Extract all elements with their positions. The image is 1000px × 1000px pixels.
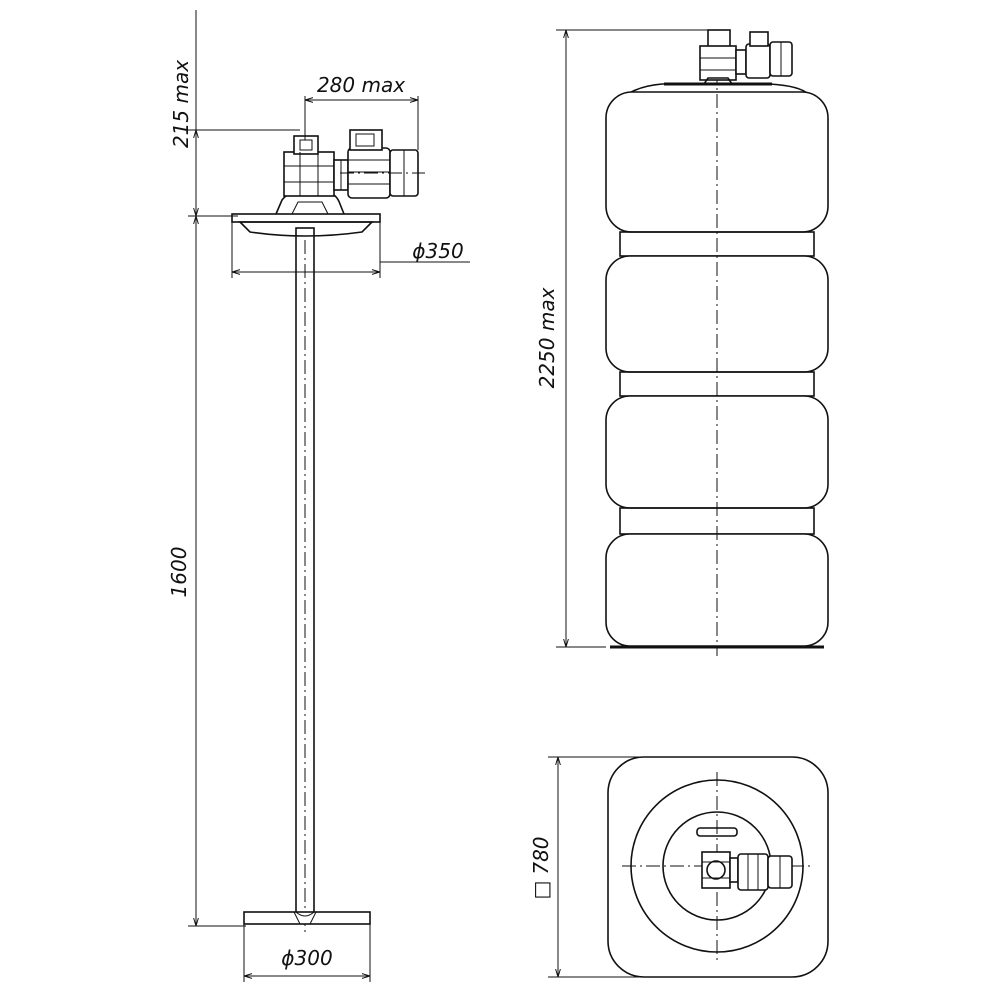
mounting-flange: [231, 213, 381, 223]
impeller: [243, 911, 371, 925]
dim-impeller-diameter: ϕ300: [281, 946, 332, 970]
square-symbol: □: [529, 881, 553, 900]
dim-shaft-length: 1600: [167, 547, 191, 598]
top-mixer: [701, 851, 793, 891]
top-slot: [696, 827, 738, 837]
tank-mixer: [699, 29, 793, 85]
diameter-symbol: ϕ: [412, 239, 425, 263]
tank-top-view: □780: [529, 756, 829, 978]
tank-outline-square: [607, 756, 829, 978]
diameter-symbol: ϕ: [281, 946, 294, 970]
tank-front-view: 2250 max: [535, 29, 829, 656]
dim-motor-width: 280 max: [317, 73, 405, 97]
dim-flange-diameter: ϕ350: [412, 239, 463, 263]
mixer-view: 215 max 280 max ϕ350 1600 ϕ300: [167, 10, 470, 982]
dim-motor-height: 215 max: [169, 60, 193, 148]
dim-tank-base: □780: [529, 836, 553, 899]
flange-skirt: [238, 221, 374, 237]
dim-tank-height: 2250 max: [535, 287, 559, 388]
gearbox: [283, 151, 335, 197]
